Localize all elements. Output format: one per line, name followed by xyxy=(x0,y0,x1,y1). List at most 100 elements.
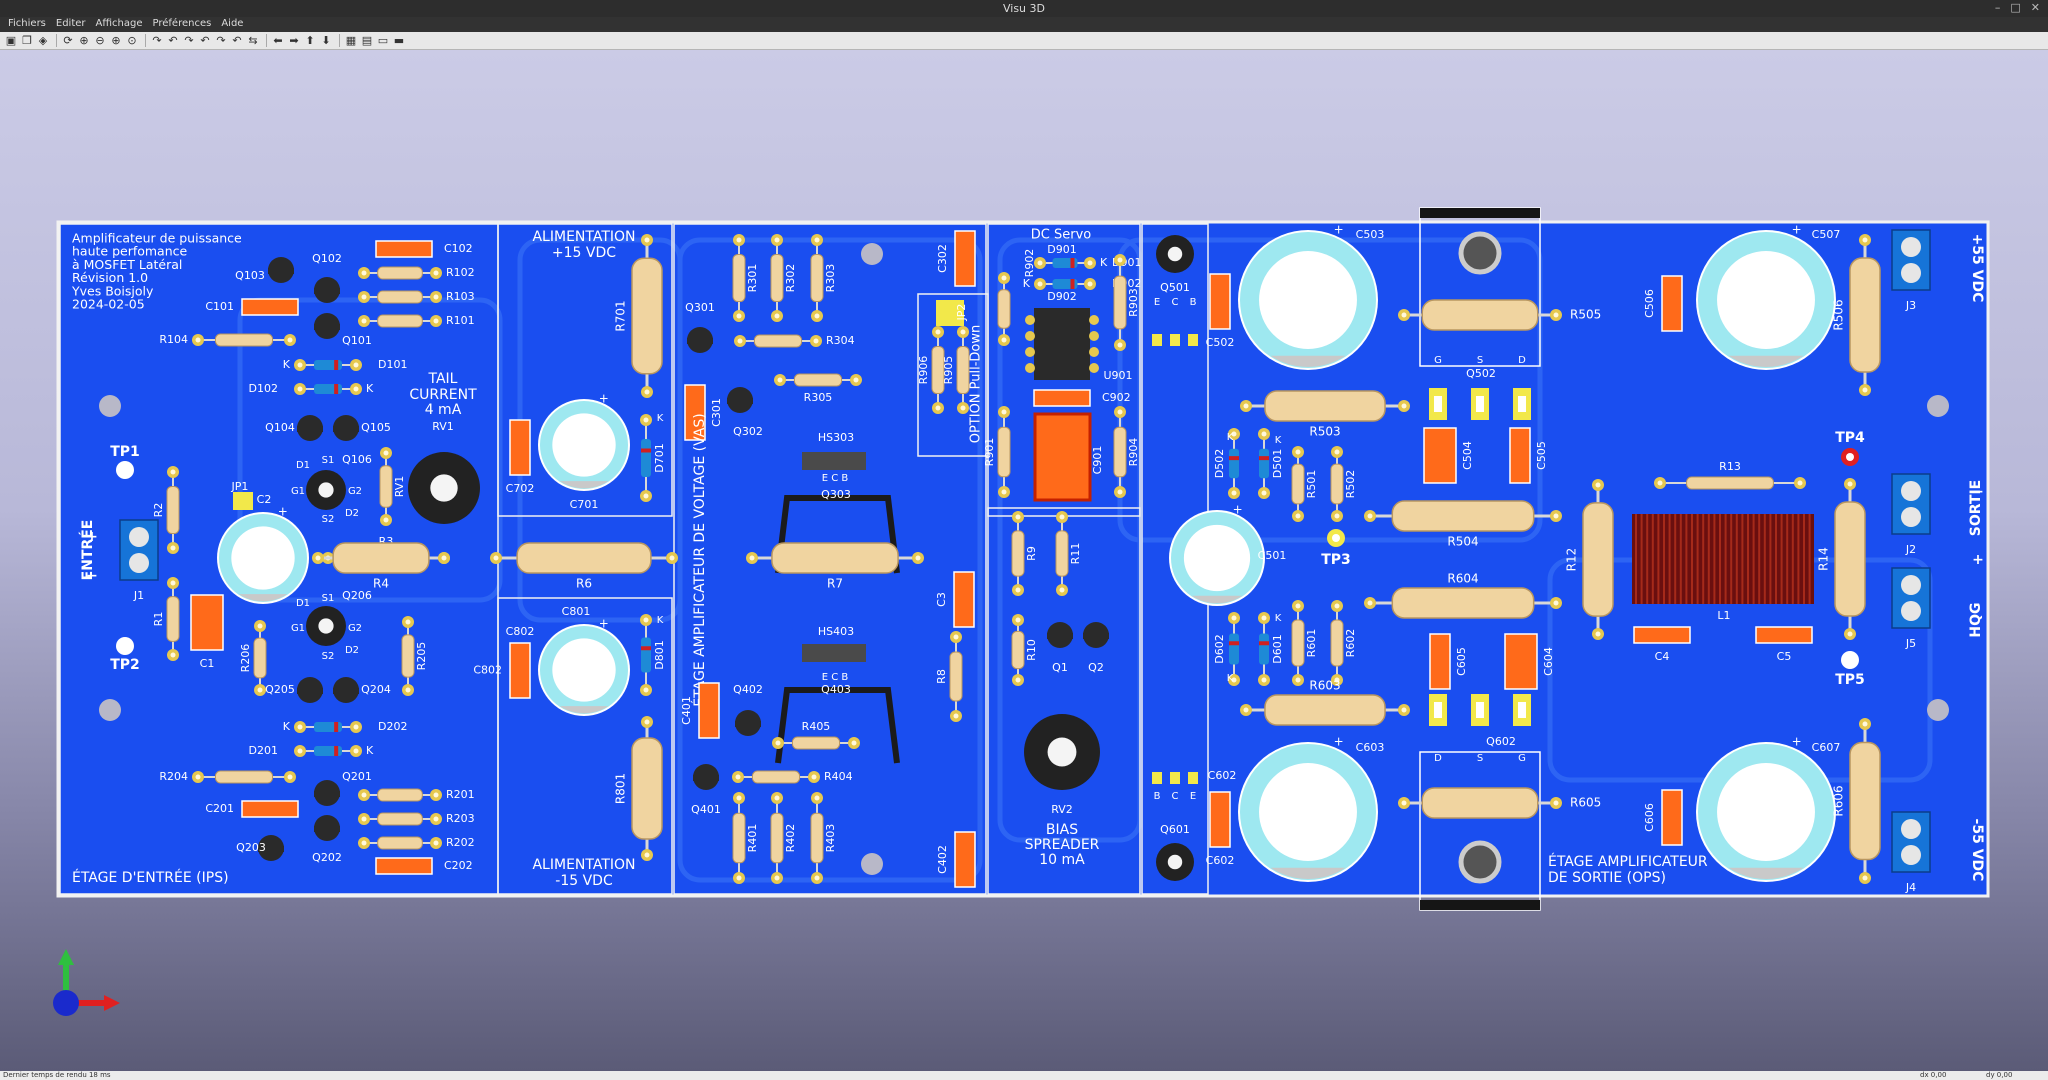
terminal-label: J5 xyxy=(1905,637,1916,650)
resistor-body xyxy=(1291,619,1305,667)
menu-editer[interactable]: Editer xyxy=(55,18,86,29)
rotate-y-icon[interactable]: ↷ xyxy=(184,34,194,47)
smd-icon[interactable]: ▭ xyxy=(377,34,389,47)
render-icon[interactable]: ▣ xyxy=(5,34,17,47)
hqg-label: HQG xyxy=(1968,602,1984,637)
resistor-label: R304 xyxy=(826,334,855,347)
copy-icon[interactable]: ❐ xyxy=(22,34,32,47)
menu-fichiers[interactable]: Fichiers xyxy=(8,18,46,29)
rotate-x-icon[interactable]: ↷ xyxy=(152,34,162,47)
resistor-label: R906 xyxy=(917,356,930,385)
solder-pad xyxy=(1025,331,1035,341)
mounting-hole xyxy=(1927,395,1949,417)
move-up-icon[interactable]: ⬆ xyxy=(305,34,315,47)
rotate-z-icon[interactable]: ↷ xyxy=(216,34,226,47)
power-resistor-body xyxy=(631,737,663,840)
transistor-flat xyxy=(1083,633,1109,639)
capacitor-stripe xyxy=(1191,595,1243,604)
resistor-body xyxy=(377,812,423,826)
move-down-icon[interactable]: ⬇ xyxy=(321,34,331,47)
zoom-auto-icon[interactable]: ⊙ xyxy=(127,34,137,47)
menu-bar: Fichiers Editer Affichage Préférences Ai… xyxy=(0,17,2048,32)
pad-hole xyxy=(774,795,780,801)
zoom-out-icon[interactable]: ⊖ xyxy=(95,34,105,47)
maximize-button[interactable]: □ xyxy=(2010,1,2021,14)
close-button[interactable]: ✕ xyxy=(2030,1,2040,14)
render-time: Dernier temps de rendu 18 ms xyxy=(3,1071,111,1079)
capacitor-label: C503 xyxy=(1356,228,1385,241)
ortho-icon[interactable]: ▦ xyxy=(345,34,357,47)
pad-hole xyxy=(814,313,820,319)
3d-icon[interactable]: ◈ xyxy=(38,34,48,47)
capacitor-label: C506 xyxy=(1643,289,1656,318)
silkscreen-label: OPTION Pull-Down xyxy=(969,325,984,444)
move-left-icon[interactable]: ⬅ xyxy=(273,34,283,47)
pad-hole xyxy=(1261,490,1267,496)
resistor-label: R606 xyxy=(1832,785,1846,816)
transistor-flat xyxy=(314,324,340,330)
pad-hole xyxy=(1117,409,1123,415)
resistor-label: R201 xyxy=(446,788,475,801)
n55-label: -55 VDC xyxy=(1969,819,1985,882)
capacitor-label: C603 xyxy=(1356,741,1385,754)
silkscreen-label: ALIMENTATION xyxy=(532,229,635,245)
mounting-hole xyxy=(1927,699,1949,721)
pad-hole xyxy=(361,792,367,798)
silkscreen-label: K xyxy=(1275,613,1282,624)
reload-icon[interactable]: ⟳ xyxy=(63,34,73,47)
capacitor-stripe xyxy=(559,481,609,489)
resistor-label: R801 xyxy=(614,773,628,804)
resistor-body xyxy=(793,373,843,387)
transistor-flat xyxy=(1047,633,1073,639)
rotate-z-rev-icon[interactable]: ↶ xyxy=(232,34,242,47)
z-axis-indicator xyxy=(53,990,79,1016)
pad-hole xyxy=(1862,875,1868,881)
menu-affichage[interactable]: Affichage xyxy=(95,18,143,29)
terminal-screw xyxy=(1901,237,1921,257)
menu-preferences[interactable]: Préférences xyxy=(152,18,212,29)
pad-hole xyxy=(777,377,783,383)
diode-label: D202 xyxy=(378,720,407,733)
capacitor-stripe xyxy=(1728,867,1804,879)
silkscreen-label: + xyxy=(1972,552,1984,568)
capacitor-stripe xyxy=(1728,355,1804,367)
silkscreen-label: +15 VDC xyxy=(552,245,616,261)
resistor-body xyxy=(931,345,945,395)
silkscreen-label: C xyxy=(1172,791,1179,802)
zoom-fit-icon[interactable]: ⊕ xyxy=(79,34,89,47)
minimize-button[interactable]: – xyxy=(1994,1,2001,14)
menu-aide[interactable]: Aide xyxy=(221,18,244,29)
trimmer-knob xyxy=(1047,737,1077,767)
flip-icon[interactable]: ⇆ xyxy=(248,34,258,47)
section-frame xyxy=(987,507,1141,895)
pad-hole xyxy=(644,719,650,725)
transistor-flat xyxy=(735,721,761,727)
diode-cathode-band xyxy=(641,646,651,651)
power-resistor-body xyxy=(1849,741,1881,861)
pad-hole xyxy=(644,237,650,243)
pad-hole xyxy=(1862,387,1868,393)
layers-icon[interactable]: ▤ xyxy=(361,34,373,47)
rotate-y-rev-icon[interactable]: ↶ xyxy=(200,34,210,47)
silkscreen-label: D xyxy=(1518,355,1526,366)
mosfet-mount-hole xyxy=(1458,231,1502,275)
terminal-label: J2 xyxy=(1905,543,1916,556)
smd-capacitor xyxy=(509,642,531,699)
power-resistor-body xyxy=(1834,501,1866,617)
board-title-line: Révision 1.0 xyxy=(72,270,148,285)
terminal-screw xyxy=(1901,575,1921,595)
capacitor-top xyxy=(1183,524,1251,592)
transistor-flat xyxy=(333,426,359,432)
resistor-label: R303 xyxy=(824,264,837,293)
tht-icon[interactable]: ▬ xyxy=(393,34,405,47)
move-right-icon[interactable]: ➡ xyxy=(289,34,299,47)
section-label-ips: ÉTAGE D'ENTRÉE (IPS) xyxy=(72,869,229,886)
resistor-body xyxy=(997,426,1011,478)
mounting-hole xyxy=(99,699,121,721)
pad-hole xyxy=(1295,449,1301,455)
silkscreen-label: 4 mA xyxy=(425,402,462,418)
rotate-x-rev-icon[interactable]: ↶ xyxy=(168,34,178,47)
zoom-in-icon[interactable]: ⊕ xyxy=(111,34,121,47)
